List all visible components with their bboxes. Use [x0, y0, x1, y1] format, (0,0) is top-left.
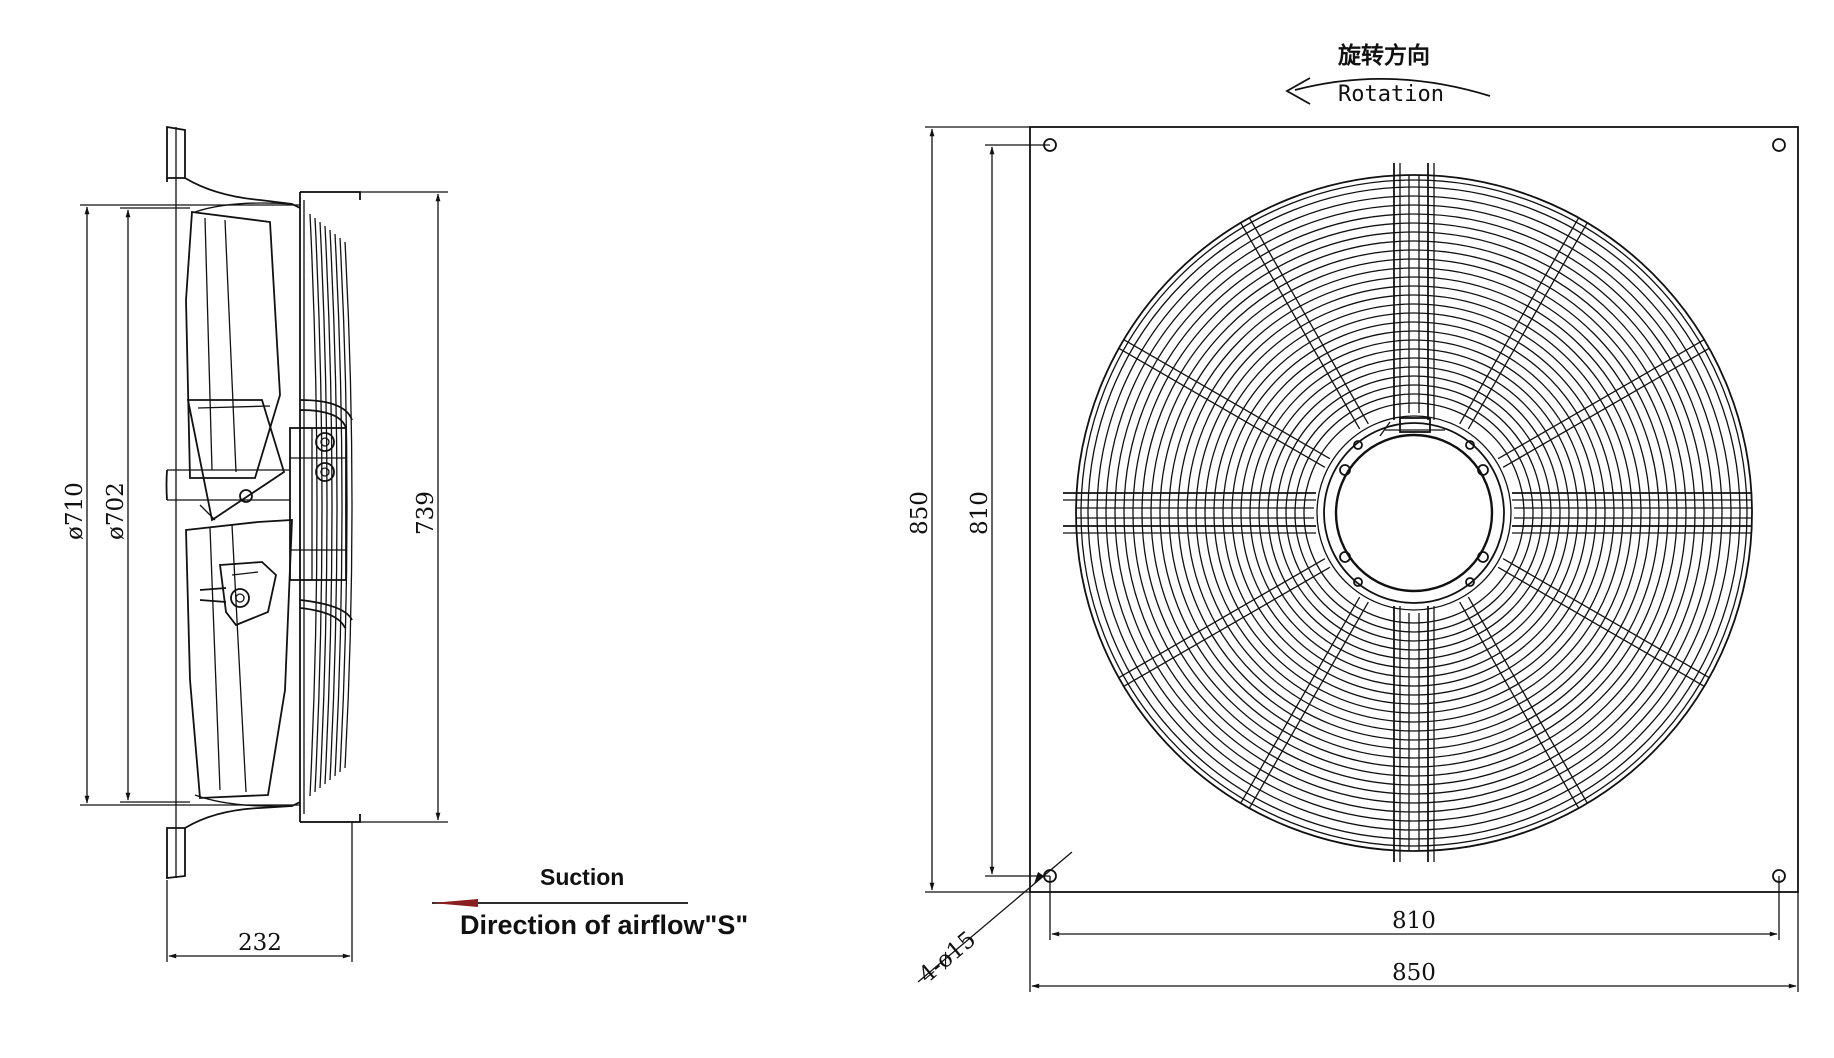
rotation-en-label: Rotation	[1338, 82, 1444, 107]
rotation-arrow-icon	[1285, 77, 1311, 105]
dim-holes: 4-ø15	[914, 927, 981, 989]
side-bracket	[199, 561, 277, 627]
dim-plate-height: 850	[907, 491, 933, 535]
front-dimensions	[917, 126, 1799, 992]
side-blades	[185, 202, 293, 807]
front-view: 850 810 810 850 4-ø15	[907, 126, 1799, 992]
side-guard	[299, 191, 361, 823]
airflow-arrow-icon	[432, 899, 478, 907]
mount-plate	[1029, 126, 1799, 893]
mount-hole-top-right	[1772, 138, 1786, 152]
dim-hole-spacing-vertical: 810	[967, 491, 993, 535]
rotation-cn-label: 旋转方向	[1338, 42, 1430, 69]
side-motor	[165, 427, 347, 581]
rotation-indicator: 旋转方向 Rotation	[1285, 42, 1491, 107]
dim-depth: 232	[238, 930, 282, 956]
dim-plate-width: 850	[1392, 960, 1436, 986]
side-view: ø710 ø702 739 232	[62, 125, 448, 962]
airflow-indicator: Suction Direction of airflow"S"	[432, 864, 748, 940]
airflow-direction-label: Direction of airflow"S"	[460, 910, 748, 940]
dim-hole-spacing-horizontal: 810	[1392, 908, 1436, 934]
airflow-suction-label: Suction	[540, 864, 624, 890]
dim-height: 739	[413, 491, 439, 535]
side-terminal-flap	[186, 399, 286, 522]
dim-inner-diameter: ø702	[103, 482, 129, 540]
side-mount-plate	[166, 125, 186, 880]
side-dimensions	[80, 191, 448, 962]
dim-outer-diameter: ø710	[62, 482, 88, 540]
front-guard	[1063, 163, 1753, 862]
side-cables	[299, 399, 353, 629]
front-hub	[1316, 415, 1512, 611]
